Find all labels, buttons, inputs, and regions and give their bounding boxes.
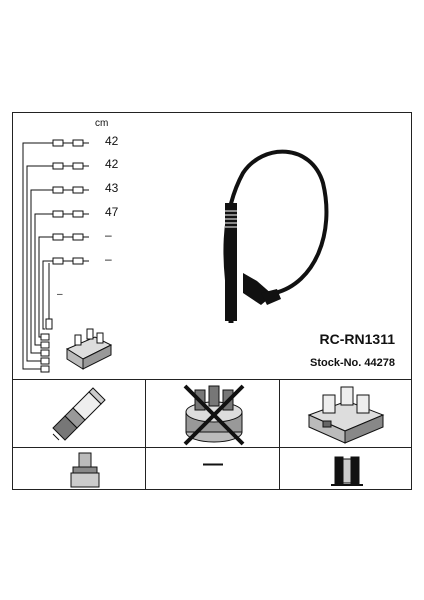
- column-divider-2: [279, 379, 280, 489]
- ignition-coil-icon: [307, 386, 385, 444]
- distributor-cap-icon: [183, 384, 245, 446]
- cable-length-4: 47: [105, 205, 119, 219]
- panel-divider: [13, 379, 411, 380]
- cable-length-5: –: [105, 228, 112, 242]
- cable-length-2: 42: [105, 157, 119, 171]
- cable-length-3: 43: [105, 181, 119, 195]
- stock-number-line: Stock-No. 44278: [310, 357, 395, 369]
- parts-sheet: cm: [12, 112, 412, 490]
- cable-length-1: 42: [105, 134, 119, 148]
- coil-wire-mark: –: [57, 289, 63, 300]
- plug-connector-icon: [70, 452, 100, 488]
- length-unit: cm: [95, 118, 109, 129]
- ignition-cable-icon: [223, 149, 329, 323]
- spark-plug-icon: [52, 387, 106, 441]
- cable-schematic-icon: [22, 139, 113, 373]
- cable-length-6: –: [105, 252, 112, 266]
- row-divider: [13, 447, 411, 448]
- coil-connector-icon: [331, 456, 363, 486]
- product-code: RC-RN1311: [319, 331, 395, 347]
- no-item-mark: —: [203, 453, 223, 475]
- column-divider-1: [145, 379, 146, 489]
- stock-number: 44278: [364, 357, 395, 369]
- stock-label: Stock-No.: [310, 357, 362, 369]
- wire-set-panel: cm: [13, 113, 411, 379]
